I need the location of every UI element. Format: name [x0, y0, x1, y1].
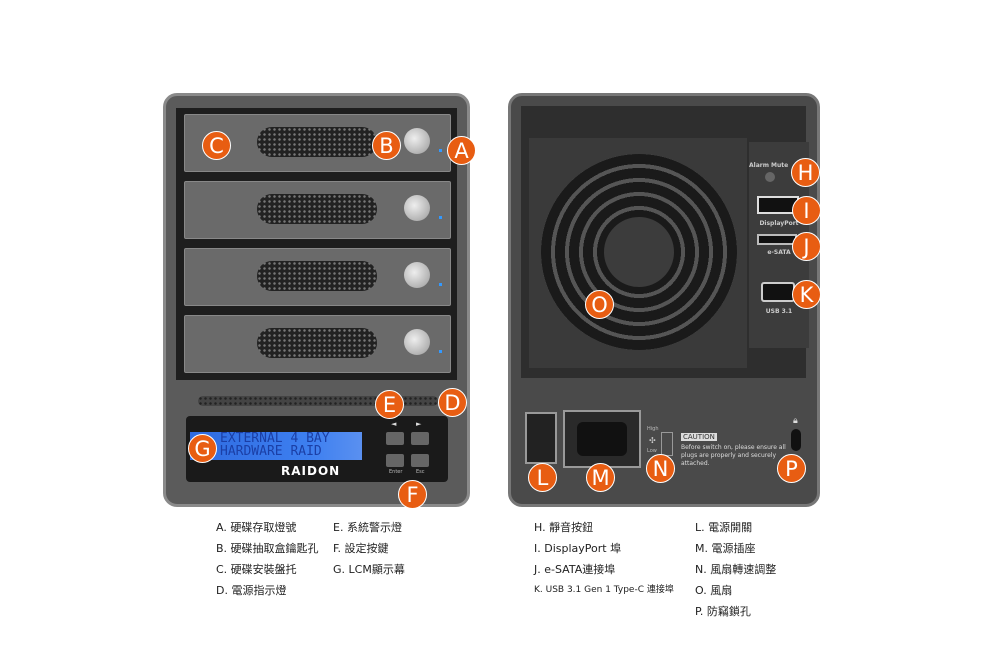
access-led	[439, 149, 442, 152]
legend-item: A. 硬碟存取燈號	[216, 521, 297, 534]
fan-speed-icon: ✣	[649, 436, 656, 445]
legend-item: C. 硬碟安裝盤托	[216, 563, 297, 576]
legend-item: G. LCM顯示幕	[333, 563, 405, 576]
callout-e: E	[375, 390, 404, 419]
callout-l: L	[528, 463, 557, 492]
legend-item: N. 風扇轉速調整	[695, 563, 777, 576]
drive-tray	[184, 181, 451, 239]
callout-a: A	[447, 136, 476, 165]
legend-item: F. 設定按鍵	[333, 542, 389, 555]
legend-front-col2: E. 系統警示燈 F. 設定按鍵 G. LCM顯示幕	[333, 517, 405, 580]
callout-i: I	[792, 196, 821, 225]
legend-item: L. 電源開關	[695, 521, 753, 534]
legend-item: D. 電源指示燈	[216, 584, 287, 597]
high-label: High	[647, 426, 659, 432]
callout-o: O	[585, 290, 614, 319]
callout-n: N	[646, 454, 675, 483]
legend-item: B. 硬碟抽取盒鑰匙孔	[216, 542, 319, 555]
callout-g: G	[188, 434, 217, 463]
caution-title: CAUTION	[681, 433, 717, 441]
left-arrow-label: ◄	[391, 420, 397, 428]
key-lock	[404, 329, 430, 355]
brand-logo: RAIDON	[281, 464, 341, 478]
usb-label: USB 3.1	[765, 308, 793, 315]
callout-d: D	[438, 388, 467, 417]
esc-label: Esc	[416, 469, 425, 475]
legend-item: K. USB 3.1 Gen 1 Type-C 連接埠	[534, 585, 674, 595]
power-socket	[563, 410, 641, 468]
alarm-mute-label: Alarm Mute	[749, 162, 789, 169]
lock-icon: 🔒︎	[793, 416, 798, 426]
fan-grill	[541, 154, 737, 350]
callout-p: P	[777, 454, 806, 483]
esata-port[interactable]	[757, 234, 797, 245]
caution-text: Before switch on, please ensure all plug…	[681, 444, 786, 467]
enter-button[interactable]	[386, 454, 404, 467]
esc-button[interactable]	[411, 454, 429, 467]
power-switch[interactable]	[525, 412, 557, 464]
callout-h: H	[791, 158, 820, 187]
key-lock	[404, 262, 430, 288]
displayport-label: DisplayPort	[759, 220, 799, 227]
legend-item: P. 防竊鎖孔	[695, 605, 751, 618]
rear-panel: Alarm Mute DisplayPort e-SATA USB 3.1	[521, 106, 809, 378]
enter-label: Enter	[389, 469, 403, 475]
tray-handle	[257, 261, 377, 291]
drive-tray	[184, 315, 451, 373]
lcd-line-1: EXTERNAL 4 BAY	[220, 431, 330, 446]
callout-c: C	[202, 131, 231, 160]
left-button[interactable]	[386, 432, 404, 445]
tray-handle	[257, 194, 377, 224]
back-view: Alarm Mute DisplayPort e-SATA USB 3.1 Hi…	[508, 93, 820, 507]
access-led	[439, 216, 442, 219]
drive-tray	[184, 248, 451, 306]
tray-handle	[257, 328, 377, 358]
usb-c-port[interactable]	[761, 282, 795, 302]
legend-item: J. e-SATA連接埠	[534, 563, 616, 576]
legend-item: O. 風扇	[695, 584, 733, 597]
callout-f: F	[398, 480, 427, 509]
low-label: Low	[647, 448, 657, 454]
fan-speed-switch[interactable]	[661, 432, 673, 456]
key-lock	[404, 195, 430, 221]
right-button[interactable]	[411, 432, 429, 445]
legend-item: M. 電源插座	[695, 542, 756, 555]
callout-j: J	[792, 232, 821, 261]
security-lock-slot	[791, 429, 801, 451]
drive-tray	[184, 114, 451, 172]
lcd-line-2: HARDWARE RAID	[220, 444, 322, 459]
fan-hub	[604, 217, 674, 287]
right-arrow-label: ►	[416, 420, 422, 428]
legend-item: I. DisplayPort 埠	[534, 542, 622, 555]
esata-label: e-SATA	[767, 249, 791, 256]
legend-item: E. 系統警示燈	[333, 521, 402, 534]
tray-handle	[257, 127, 377, 157]
legend-back-col2: L. 電源開關 M. 電源插座 N. 風扇轉速調整 O. 風扇 P. 防竊鎖孔	[695, 517, 776, 622]
callout-b: B	[372, 131, 401, 160]
alarm-mute-button[interactable]	[765, 172, 775, 182]
legend-item: H. 靜音按鈕	[534, 521, 594, 534]
callout-k: K	[792, 280, 821, 309]
legend-front-col1: A. 硬碟存取燈號 B. 硬碟抽取盒鑰匙孔 C. 硬碟安裝盤托 D. 電源指示燈	[216, 517, 319, 601]
vent-strip	[198, 396, 438, 406]
fan-plate	[529, 138, 747, 368]
legend-back-col1: H. 靜音按鈕 I. DisplayPort 埠 J. e-SATA連接埠 K.…	[534, 517, 674, 601]
access-led	[439, 350, 442, 353]
key-lock	[404, 128, 430, 154]
access-led	[439, 283, 442, 286]
callout-m: M	[586, 463, 615, 492]
